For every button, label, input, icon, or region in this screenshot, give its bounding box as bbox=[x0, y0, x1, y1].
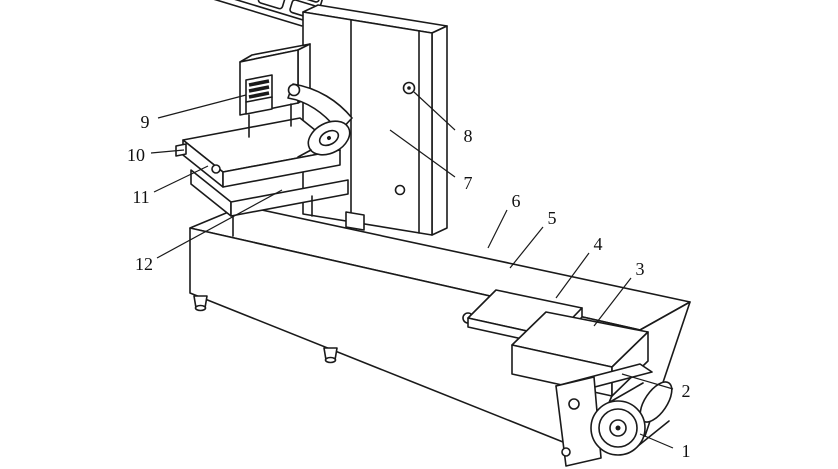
callout-label-4: 4 bbox=[594, 234, 603, 254]
motor-shaft-end bbox=[568, 398, 580, 410]
callout-line-5 bbox=[509, 226, 544, 269]
callout-label-10: 10 bbox=[127, 145, 145, 165]
callout-line-6 bbox=[487, 209, 508, 249]
conveyor-front-rail bbox=[4, 0, 303, 27]
column-lower-bolt-icon bbox=[394, 184, 406, 196]
coder-divider bbox=[245, 96, 273, 103]
callout-line-2 bbox=[621, 373, 674, 390]
callout-label-7: 7 bbox=[464, 173, 473, 193]
callout-label-11: 11 bbox=[132, 187, 149, 207]
callout-line-1 bbox=[639, 433, 674, 449]
callout-label-6: 6 bbox=[512, 191, 521, 211]
arm-pivot bbox=[287, 83, 301, 97]
column-side-face bbox=[431, 25, 448, 236]
callout-label-5: 5 bbox=[548, 208, 557, 228]
callout-label-1: 1 bbox=[682, 441, 691, 461]
callout-line-11 bbox=[153, 165, 209, 193]
callout-label-3: 3 bbox=[636, 259, 645, 279]
column-base-clamp bbox=[345, 211, 365, 231]
callout-label-9: 9 bbox=[141, 112, 150, 132]
pocket-conveyor bbox=[0, 0, 327, 27]
callout-label-8: 8 bbox=[464, 126, 473, 146]
lower-plate-front bbox=[230, 179, 349, 217]
callout-line-4 bbox=[555, 252, 590, 299]
callout-line-9 bbox=[157, 94, 247, 119]
callout-line-12 bbox=[156, 189, 283, 259]
callout-line-3 bbox=[593, 277, 632, 327]
film-web bbox=[297, 149, 312, 158]
machine-bed bbox=[189, 205, 691, 453]
machine-feet bbox=[193, 295, 338, 364]
motor-bracket-plate bbox=[555, 376, 602, 467]
column-front-face bbox=[302, 11, 433, 236]
callout-label-2: 2 bbox=[682, 381, 691, 401]
upper-plate-front bbox=[222, 149, 341, 188]
callout-line-10 bbox=[150, 149, 185, 154]
film-roll-assembly bbox=[239, 43, 353, 158]
callout-line-8 bbox=[413, 91, 456, 131]
bracket-bolt-icon bbox=[561, 447, 571, 457]
table-pin bbox=[211, 164, 221, 174]
forming-table bbox=[175, 117, 349, 237]
drive-motor-assembly bbox=[555, 363, 673, 467]
callout-line-7 bbox=[389, 129, 456, 178]
callout-label-12: 12 bbox=[135, 254, 153, 274]
vertical-column bbox=[302, 4, 448, 236]
coder-stripes bbox=[248, 79, 270, 99]
film-reel bbox=[307, 120, 351, 156]
